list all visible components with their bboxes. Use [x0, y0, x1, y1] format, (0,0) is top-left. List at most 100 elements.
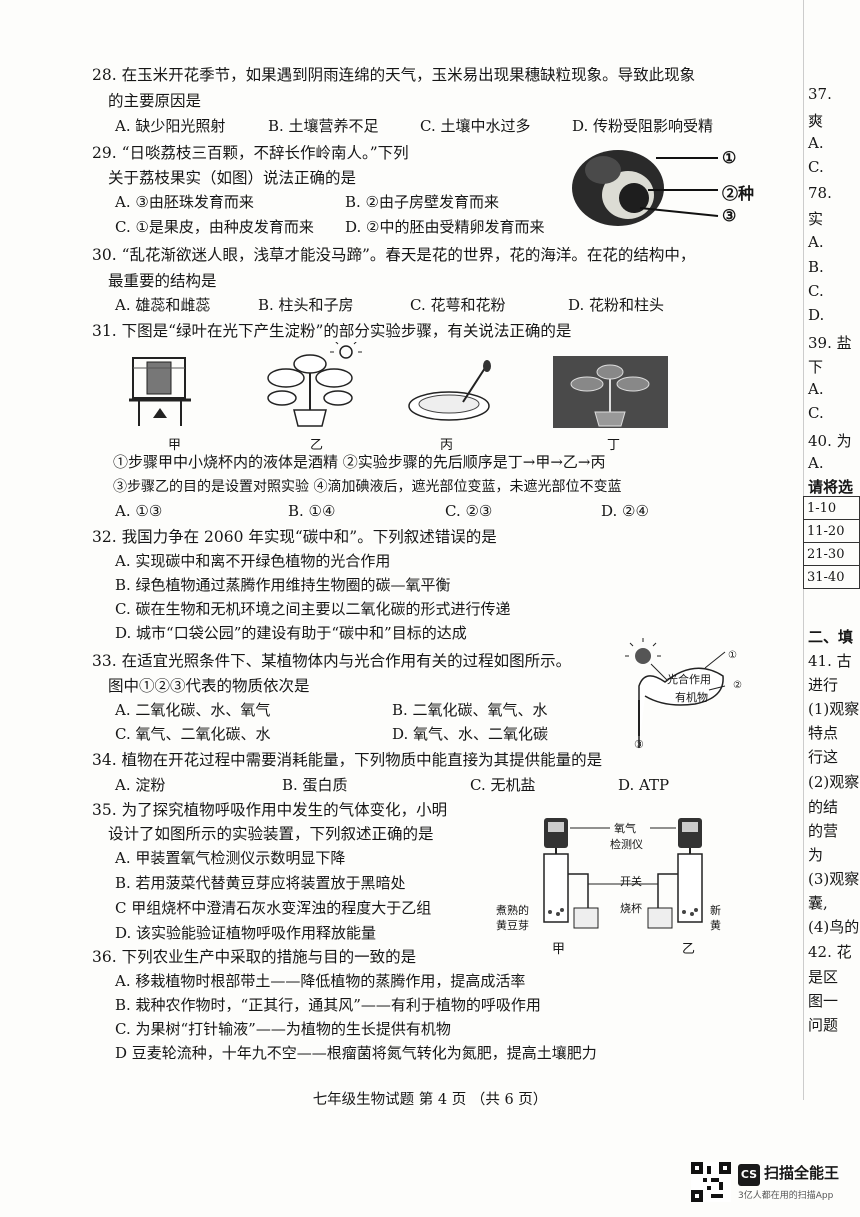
- q31-fig-jia-water-bath: [129, 357, 191, 426]
- q28-option-c: C. 土壤中水过多: [420, 117, 531, 135]
- q31-fig-label-ding: 丁: [607, 438, 621, 453]
- q33-photosynthesis-figure: [625, 638, 726, 748]
- q35-fig-label-yi: 乙: [682, 942, 696, 957]
- q35-fig-boiled-2: 黄豆芽: [496, 919, 529, 932]
- rc-line: 41. 古: [808, 652, 852, 670]
- q35-option-c: C 甲组烧杯中澄清石灰水变浑浊的程度大于乙组: [115, 899, 432, 917]
- q33-option-d: D. 氧气、水、二氧化碳: [392, 725, 549, 743]
- q31-option-c: C. ②③: [445, 502, 493, 520]
- rc-line: 78.: [808, 184, 832, 202]
- q36-option-d: D 豆麦轮流种，十年九不空——根瘤菌将氮气转化为氮肥，提高土壤肥力: [115, 1044, 597, 1062]
- q29-stem-line1: 29. “日啖荔枝三百颗，不辞长作岭南人。”下列: [92, 144, 409, 162]
- q35-option-d: D. 该实验能验证植物呼吸作用释放能量: [115, 924, 377, 942]
- q28-stem-line2: 的主要原因是: [108, 92, 202, 110]
- q31-fig-bing-petri-dish: [408, 360, 491, 421]
- q35-fig-fresh-2: 黄: [710, 919, 721, 932]
- q28-option-d: D. 传粉受阻影响受精: [572, 117, 714, 135]
- q34-option-a: A. 淀粉: [115, 776, 166, 794]
- q29-option-d: D. ②中的胚由受精卵发育而来: [345, 218, 545, 236]
- q35-fig-fresh-1: 新: [710, 904, 721, 917]
- rc-line: 为: [808, 846, 824, 864]
- rc-line: 是区: [808, 968, 839, 986]
- answer-table-cell: 31-40: [803, 565, 860, 589]
- q35-apparatus-figure: [543, 818, 703, 929]
- q35-option-a: A. 甲装置氧气检测仪示数明显下降: [115, 849, 346, 867]
- rc-line: 实: [808, 210, 824, 228]
- q31-statement-3-4: ③步骤乙的目的是设置对照实验 ④滴加碘液后，遮光部位变蓝，未遮光部位不变蓝: [113, 479, 622, 495]
- rc-line: 二、填: [808, 628, 854, 646]
- rc-line: A.: [808, 380, 824, 398]
- answer-table-cell: 21-30: [803, 542, 860, 566]
- rc-line: (2)观察: [808, 773, 860, 791]
- q33-stem-line1: 33. 在适宜光照条件下、某植物体内与光合作用有关的过程如图所示。: [92, 652, 572, 670]
- q31-fig-yi-plant-sun: [267, 342, 362, 427]
- q32-option-a: A. 实现碳中和离不开绿色植物的光合作用: [115, 552, 391, 570]
- rc-line: A.: [808, 233, 824, 251]
- lychee-figure: [572, 150, 719, 226]
- q30-option-c: C. 花萼和花粉: [410, 296, 506, 314]
- q31-option-a: A. ①③: [115, 502, 163, 520]
- rc-line: 特点: [808, 724, 839, 742]
- rc-line: 行这: [808, 748, 839, 766]
- q29-option-a: A. ③由胚珠发育而来: [115, 193, 254, 211]
- rc-line: A.: [808, 134, 824, 152]
- q31-stem: 31. 下图是“绿叶在光下产生淀粉”的部分实验步骤，有关说法正确的是: [92, 322, 572, 340]
- q35-fig-o2-line1: 氧气: [614, 822, 636, 835]
- rc-line: 42. 花: [808, 943, 852, 961]
- q33-option-c: C. 氧气、二氧化碳、水: [115, 725, 271, 743]
- rc-line: 40. 为: [808, 432, 852, 450]
- rc-line: (3)观察: [808, 870, 860, 888]
- q33-option-b: B. 二氧化碳、氧气、水: [392, 701, 548, 719]
- q36-option-b: B. 栽种农作物时，“正其行，通其风”——有利于植物的呼吸作用: [115, 996, 541, 1014]
- q34-option-d: D. ATP: [618, 776, 670, 794]
- rc-line: C.: [808, 158, 824, 176]
- q35-fig-boiled-1: 煮熟的: [496, 904, 529, 917]
- q31-fig-label-jia: 甲: [168, 438, 182, 453]
- q34-option-c: C. 无机盐: [470, 776, 536, 794]
- lychee-label-1: ①: [722, 148, 737, 167]
- q33-fig-photosynthesis: 光合作用: [667, 673, 711, 686]
- q36-option-c: C. 为果树“打针输液”——为植物的生长提供有机物: [115, 1020, 451, 1038]
- rc-line: 爽: [808, 112, 824, 130]
- rc-line: 39. 盐: [808, 334, 852, 352]
- q34-stem: 34. 植物在开花过程中需要消耗能量，下列物质中能直接为其提供能量的是: [92, 751, 603, 769]
- q34-option-b: B. 蛋白质: [282, 776, 348, 794]
- q28-option-b: B. 土壤营养不足: [268, 117, 379, 135]
- q36-option-a: A. 移栽植物时根部带土——降低植物的蒸腾作用，提高成活率: [115, 972, 526, 990]
- q35-stem-line1: 35. 为了探究植物呼吸作用中发生的气体变化，小明: [92, 801, 448, 819]
- lychee-label-2: ②种: [722, 184, 755, 203]
- rc-line: 下: [808, 358, 824, 376]
- q33-fig-num3: ③: [634, 738, 644, 751]
- rc-line: C.: [808, 404, 824, 422]
- rc-line: C.: [808, 282, 824, 300]
- q29-option-c: C. ①是果皮，由种皮发育而来: [115, 218, 314, 236]
- q36-stem: 36. 下列农业生产中采取的措施与目的一致的是: [92, 948, 417, 966]
- rc-line: 囊,: [808, 894, 828, 912]
- q35-fig-label-jia: 甲: [552, 942, 566, 957]
- q31-fig-label-bing: 丙: [440, 438, 454, 453]
- q30-option-a: A. 雄蕊和雌蕊: [115, 296, 211, 314]
- q31-fig-ding-dark-plant: [553, 356, 668, 428]
- q30-stem-line2: 最重要的结构是: [108, 272, 217, 290]
- rc-line: B.: [808, 258, 824, 276]
- q33-fig-organic: 有机物: [675, 691, 708, 704]
- rc-line: 图一: [808, 992, 839, 1010]
- q29-option-b: B. ②由子房壁发育而来: [345, 193, 500, 211]
- rc-line: (1)观察: [808, 700, 860, 718]
- q31-fig-label-yi: 乙: [310, 438, 324, 453]
- q35-fig-switch: 开关: [620, 875, 642, 888]
- q30-option-d: D. 花粉和柱头: [568, 296, 665, 314]
- q29-stem-line2: 关于荔枝果实（如图）说法正确的是: [108, 169, 357, 187]
- q30-stem-line1: 30. “乱花渐欲迷人眼，浅草才能没马蹄”。春天是花的世界，花的海洋。在花的结构…: [92, 246, 696, 264]
- q35-fig-o2-line2: 检测仪: [610, 838, 643, 851]
- rc-line: 问题: [808, 1016, 839, 1034]
- rc-line: (4)鸟的: [808, 918, 860, 936]
- q31-statement-1-2: ①步骤甲中小烧杯内的液体是酒精 ②实验步骤的先后顺序是丁→甲→乙→丙: [113, 453, 606, 471]
- adjacent-page-fragment: 37. 爽 A. C. 78. 实 A. B. C. D. 39. 盐 下 A.…: [803, 0, 860, 1100]
- qr-code-icon: [691, 1162, 731, 1202]
- q31-option-b: B. ①④: [288, 502, 336, 520]
- rc-line: 进行: [808, 676, 839, 694]
- q28-stem-line1: 28. 在玉米开花季节，如果遇到阴雨连绵的天气，玉米易出现果穗缺粒现象。导致此现…: [92, 66, 696, 84]
- answer-table-cell: 11-20: [803, 519, 860, 543]
